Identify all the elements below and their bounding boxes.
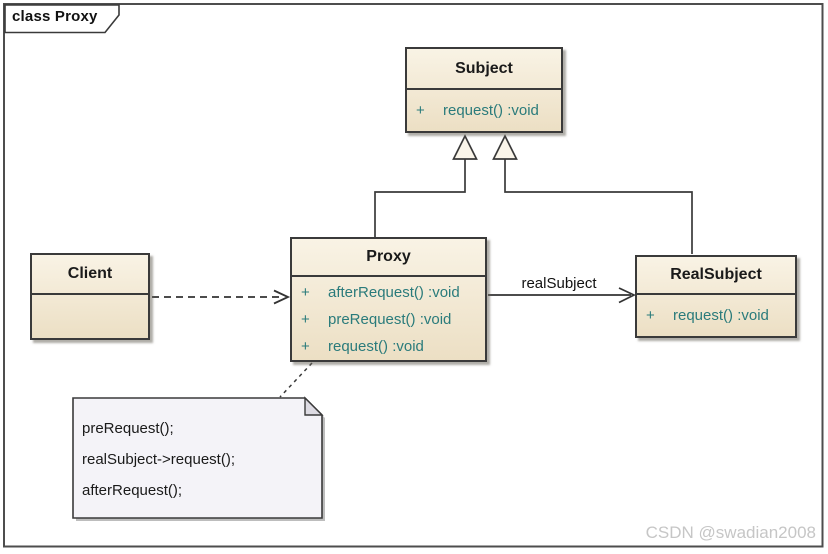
class-box-client: Client [30,253,150,340]
method-row: + preRequest() :void [292,306,485,333]
method-signature: afterRequest() :void [328,284,460,301]
dependency-client-proxy [152,289,291,305]
note-line: afterRequest(); [82,482,183,499]
method-visibility: + [301,284,310,301]
class-box-subject: Subject + request() :void [405,47,563,133]
method-visibility: + [416,102,425,119]
association-label: realSubject [521,275,597,292]
method-row: + afterRequest() :void [292,279,485,306]
note-line: realSubject->request(); [82,451,235,468]
note-text: preRequest(); realSubject->request(); af… [82,413,312,506]
method-signature: request() :void [328,338,424,355]
generalization-realsubject-subject [492,134,693,254]
watermark: CSDN @swadian2008 [645,523,816,542]
class-box-proxy: Proxy + afterRequest() :void + preReques… [290,237,487,362]
class-body-realsubject: + request() :void [637,295,795,336]
method-signature: preRequest() :void [328,311,452,328]
class-name-client: Client [32,255,148,295]
class-name-realsubject: RealSubject [637,257,795,295]
note-shape [72,396,325,521]
method-visibility: + [301,338,310,355]
frame-tab [4,4,120,34]
frame-title: class Proxy [12,8,98,25]
method-signature: request() :void [443,102,539,119]
note-fold-corner [304,396,324,416]
class-box-realsubject: RealSubject + request() :void [635,255,797,338]
association-proxy-realsubject [488,287,636,304]
class-body-proxy: + afterRequest() :void + preRequest() :v… [292,277,485,362]
method-visibility: + [646,307,655,324]
method-row: + request() :void [407,97,561,124]
method-row: + request() :void [637,302,795,329]
method-signature: request() :void [673,307,769,324]
note-line: preRequest(); [82,420,174,437]
class-name-proxy: Proxy [292,239,485,277]
method-visibility: + [301,311,310,328]
generalization-proxy-subject [374,134,478,237]
class-body-client [32,295,148,338]
class-name-subject: Subject [407,49,561,90]
note-link [279,362,313,398]
frame-border [3,3,824,548]
method-row: + request() :void [292,333,485,360]
class-body-subject: + request() :void [407,90,561,131]
